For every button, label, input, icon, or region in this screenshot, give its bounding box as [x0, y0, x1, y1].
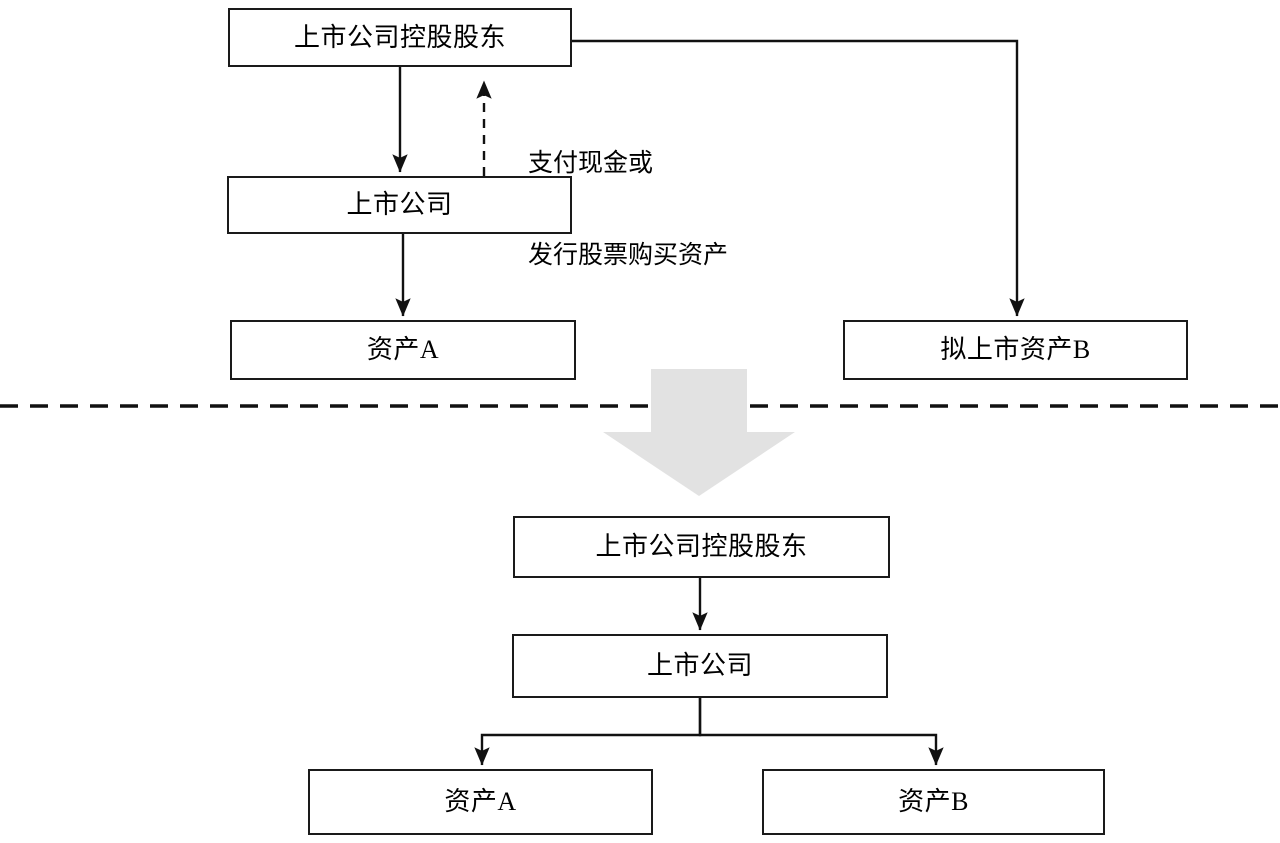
node-listedco-before[interactable]: 上市公司: [227, 176, 572, 234]
edge-listedco-to-asset-a-after: [474, 698, 702, 766]
node-label: 资产A: [444, 787, 517, 816]
node-label: 资产B: [898, 787, 969, 816]
edge-label-line-1: 支付现金或: [528, 150, 654, 177]
node-label: 资产A: [366, 335, 440, 364]
node-asset-a-before[interactable]: 资产A: [230, 320, 576, 380]
node-asset-a-after[interactable]: 资产A: [308, 769, 653, 835]
node-label: 上市公司控股股东: [595, 532, 808, 561]
node-controller-after[interactable]: 上市公司控股股东: [513, 516, 890, 578]
transition-big-arrow-icon: [603, 369, 795, 496]
node-label: 拟上市资产B: [940, 335, 1091, 364]
edge-label-payment: 支付现金或 发行股票购买资产: [528, 88, 728, 332]
node-asset-b-after[interactable]: 资产B: [762, 769, 1105, 835]
node-label: 上市公司控股股东: [293, 22, 506, 52]
node-asset-b-before[interactable]: 拟上市资产B: [843, 320, 1188, 380]
node-controller-before[interactable]: 上市公司控股股东: [228, 8, 572, 67]
edge-listedco-to-asset-b-after: [698, 698, 944, 766]
edge-label-line-2: 发行股票购买资产: [528, 241, 729, 269]
node-label: 上市公司: [346, 190, 453, 219]
node-label: 上市公司: [646, 651, 753, 680]
node-listedco-after[interactable]: 上市公司: [512, 634, 888, 698]
